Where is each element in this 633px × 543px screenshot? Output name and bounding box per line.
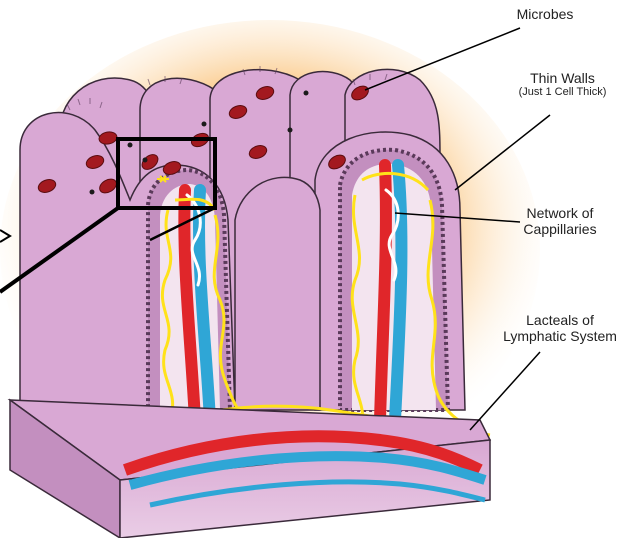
label-lacteals-line1: Lacteals of (490, 312, 630, 328)
label-capillaries-line2: Cappillaries (510, 221, 610, 237)
submucosa-block (10, 400, 490, 538)
label-thin-walls-title: Thin Walls (500, 70, 625, 86)
label-capillaries: Network of Cappillaries (510, 205, 610, 237)
label-lacteals-line2: Lymphatic System (490, 328, 630, 344)
mucosa-fold (235, 177, 320, 410)
label-thin-walls: Thin Walls (Just 1 Cell Thick) (500, 70, 625, 99)
label-capillaries-line1: Network of (510, 205, 610, 221)
label-thin-walls-note: (Just 1 Cell Thick) (500, 86, 625, 99)
label-lacteals: Lacteals of Lymphatic System (490, 312, 630, 344)
label-microbes: Microbes (505, 6, 585, 22)
